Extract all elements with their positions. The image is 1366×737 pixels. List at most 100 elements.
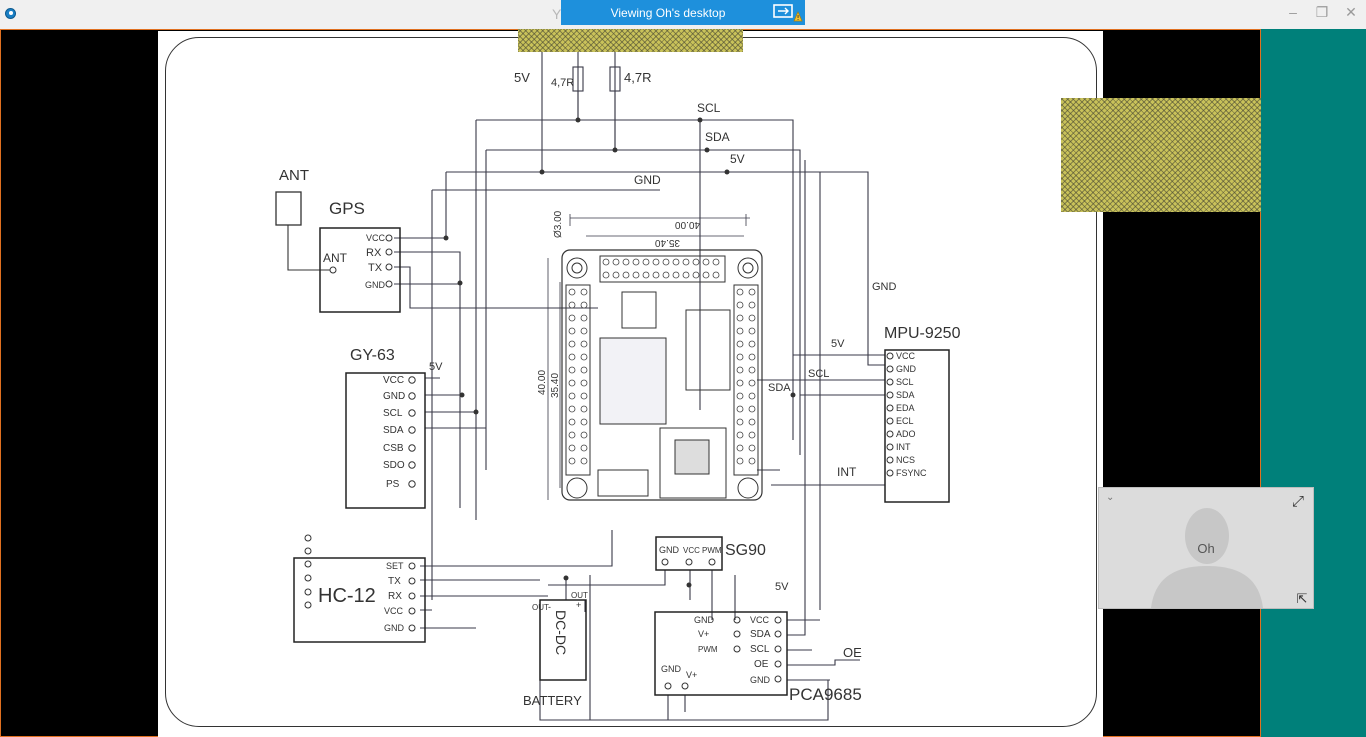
gps-ant: ANT — [323, 251, 348, 265]
participant-name: Oh — [1197, 541, 1215, 556]
sg90-title: SG90 — [725, 542, 766, 559]
pca-pin-vcc: VCC — [750, 615, 770, 625]
hc12-pin-tx: TX — [388, 576, 401, 587]
dcdc-minus: - — [548, 602, 551, 612]
remote-desktop-background — [1261, 29, 1366, 737]
share-banner-label: Viewing Oh's desktop — [610, 6, 726, 20]
gps-pin-tx: TX — [368, 262, 383, 274]
mpu-pin-sda: SDA — [896, 390, 915, 400]
gps-pin-rx: RX — [366, 247, 382, 259]
label-resistor-1: 4,7R — [551, 77, 574, 89]
antenna-box — [275, 191, 302, 226]
gy63-pin-sda: SDA — [383, 425, 404, 436]
label-scl-bus: SCL — [697, 101, 721, 115]
pca-pin-vplus-left: V+ — [698, 629, 709, 639]
sg90-pin-vcc: VCC — [683, 546, 700, 555]
window-title: Y — [552, 6, 562, 22]
restore-button[interactable]: ❐ — [1315, 4, 1329, 20]
gps-module — [319, 227, 401, 313]
pca-pin-sda: SDA — [750, 629, 771, 640]
gy63-module — [345, 372, 426, 509]
dcdc-out-left: OUT — [532, 603, 549, 612]
sg90-pin-pwm: PWM — [702, 546, 722, 555]
pca-pin-pwm-left: PWM — [698, 645, 718, 654]
pca-title: PCA9685 — [789, 685, 862, 704]
hc12-module — [293, 557, 426, 643]
participant-video-tile[interactable]: ⌄ Oh ⤢ ⇱ — [1098, 487, 1314, 609]
label-gnd-bus: GND — [634, 173, 661, 187]
mpu-pin-ecl: ECL — [896, 416, 914, 426]
mpu-pin-eda: EDA — [896, 403, 915, 413]
mpu-pin-gnd: GND — [896, 364, 917, 374]
mpu-pin-fsync: FSYNC — [896, 468, 927, 478]
pca-pin-gnd-right: GND — [750, 675, 771, 685]
gy63-pin-scl: SCL — [383, 408, 403, 419]
hc12-pin-set: SET — [386, 561, 404, 571]
hc12-pin-vcc: VCC — [384, 606, 404, 616]
gy63-5v: 5V — [429, 361, 443, 373]
junction-dots — [443, 117, 796, 588]
pca-bottom-vplus: V+ — [686, 670, 697, 680]
gy63-pin-vcc: VCC — [383, 375, 404, 386]
pca-pin-oe: OE — [754, 659, 769, 670]
board-pin-holes — [568, 258, 756, 465]
gps-title: GPS — [329, 199, 365, 218]
close-button[interactable]: ✕ — [1345, 4, 1357, 20]
pca-oe-label: OE — [843, 645, 862, 660]
dim-hole: Ø3.00 — [553, 210, 564, 238]
gps-pin-gnd: GND — [365, 280, 386, 290]
label-5v-bus: 5V — [730, 152, 745, 166]
hc12-title: HC-12 — [318, 585, 376, 607]
restricted-region-right — [1061, 98, 1261, 212]
avatar-silhouette-icon — [1151, 508, 1263, 608]
sg90-pin-gnd: GND — [659, 545, 680, 555]
battery-label: BATTERY — [523, 693, 582, 708]
dim-height-inner: 35.40 — [550, 373, 561, 398]
screen-share-warning-icon[interactable] — [773, 3, 803, 23]
flight-controller-board — [561, 249, 763, 501]
dcdc-module — [539, 599, 587, 681]
gy63-pin-csb: CSB — [383, 443, 404, 454]
resize-handle-icon[interactable]: ⇱ — [1296, 591, 1308, 606]
pca-5v: 5V — [775, 581, 789, 593]
dcdc-out-right: OUT — [571, 591, 588, 600]
mpu9250-module — [884, 349, 950, 503]
mpu-int-label: INT — [837, 465, 857, 479]
gps-pin-vcc: VCC — [366, 233, 386, 243]
label-5v-top: 5V — [514, 70, 530, 85]
hc12-pin-gnd: GND — [384, 623, 405, 633]
sg90-servo — [655, 536, 723, 571]
dcdc-plus: + — [576, 600, 581, 610]
minimize-button[interactable]: ‒ — [1289, 4, 1297, 20]
label-sda-bus: SDA — [705, 130, 730, 144]
restricted-region-top — [518, 29, 743, 52]
gy63-title: GY-63 — [350, 347, 395, 364]
mpu-scl-label: SCL — [808, 368, 829, 380]
pca9685-module — [654, 611, 788, 696]
dim-width-outer: 40.00 — [675, 219, 700, 230]
label-resistor-2: 4,7R — [624, 70, 651, 85]
app-icon — [5, 8, 16, 19]
mpu-pin-ado: ADO — [896, 429, 916, 439]
mpu-sda-label: SDA — [768, 382, 791, 394]
label-ant: ANT — [279, 167, 309, 184]
gy63-pin-gnd: GND — [383, 391, 405, 402]
dim-height-outer: 40.00 — [537, 370, 548, 395]
expand-icon[interactable]: ⤢ — [1291, 493, 1304, 510]
dcdc-title: DC-DC — [553, 610, 569, 655]
pca-pin-scl: SCL — [750, 644, 770, 655]
mpu-pin-ncs: NCS — [896, 455, 915, 465]
gy63-pin-ps: PS — [386, 479, 400, 490]
mpu-5v-label: 5V — [831, 338, 845, 350]
dim-width-inner: 35.40 — [655, 237, 680, 248]
mpu-pin-vcc: VCC — [896, 351, 916, 361]
pca-pin-gnd-left: GND — [694, 615, 715, 625]
mpu-pin-scl: SCL — [896, 377, 914, 387]
hc12-pin-rx: RX — [388, 591, 402, 602]
mpu-title: MPU-9250 — [884, 325, 961, 342]
pca-bottom-gnd: GND — [661, 664, 682, 674]
screen-share-banner[interactable]: Viewing Oh's desktop — [561, 0, 805, 25]
tile-menu-chevron-icon[interactable]: ⌄ — [1106, 492, 1115, 503]
mpu-pin-int: INT — [896, 442, 911, 452]
